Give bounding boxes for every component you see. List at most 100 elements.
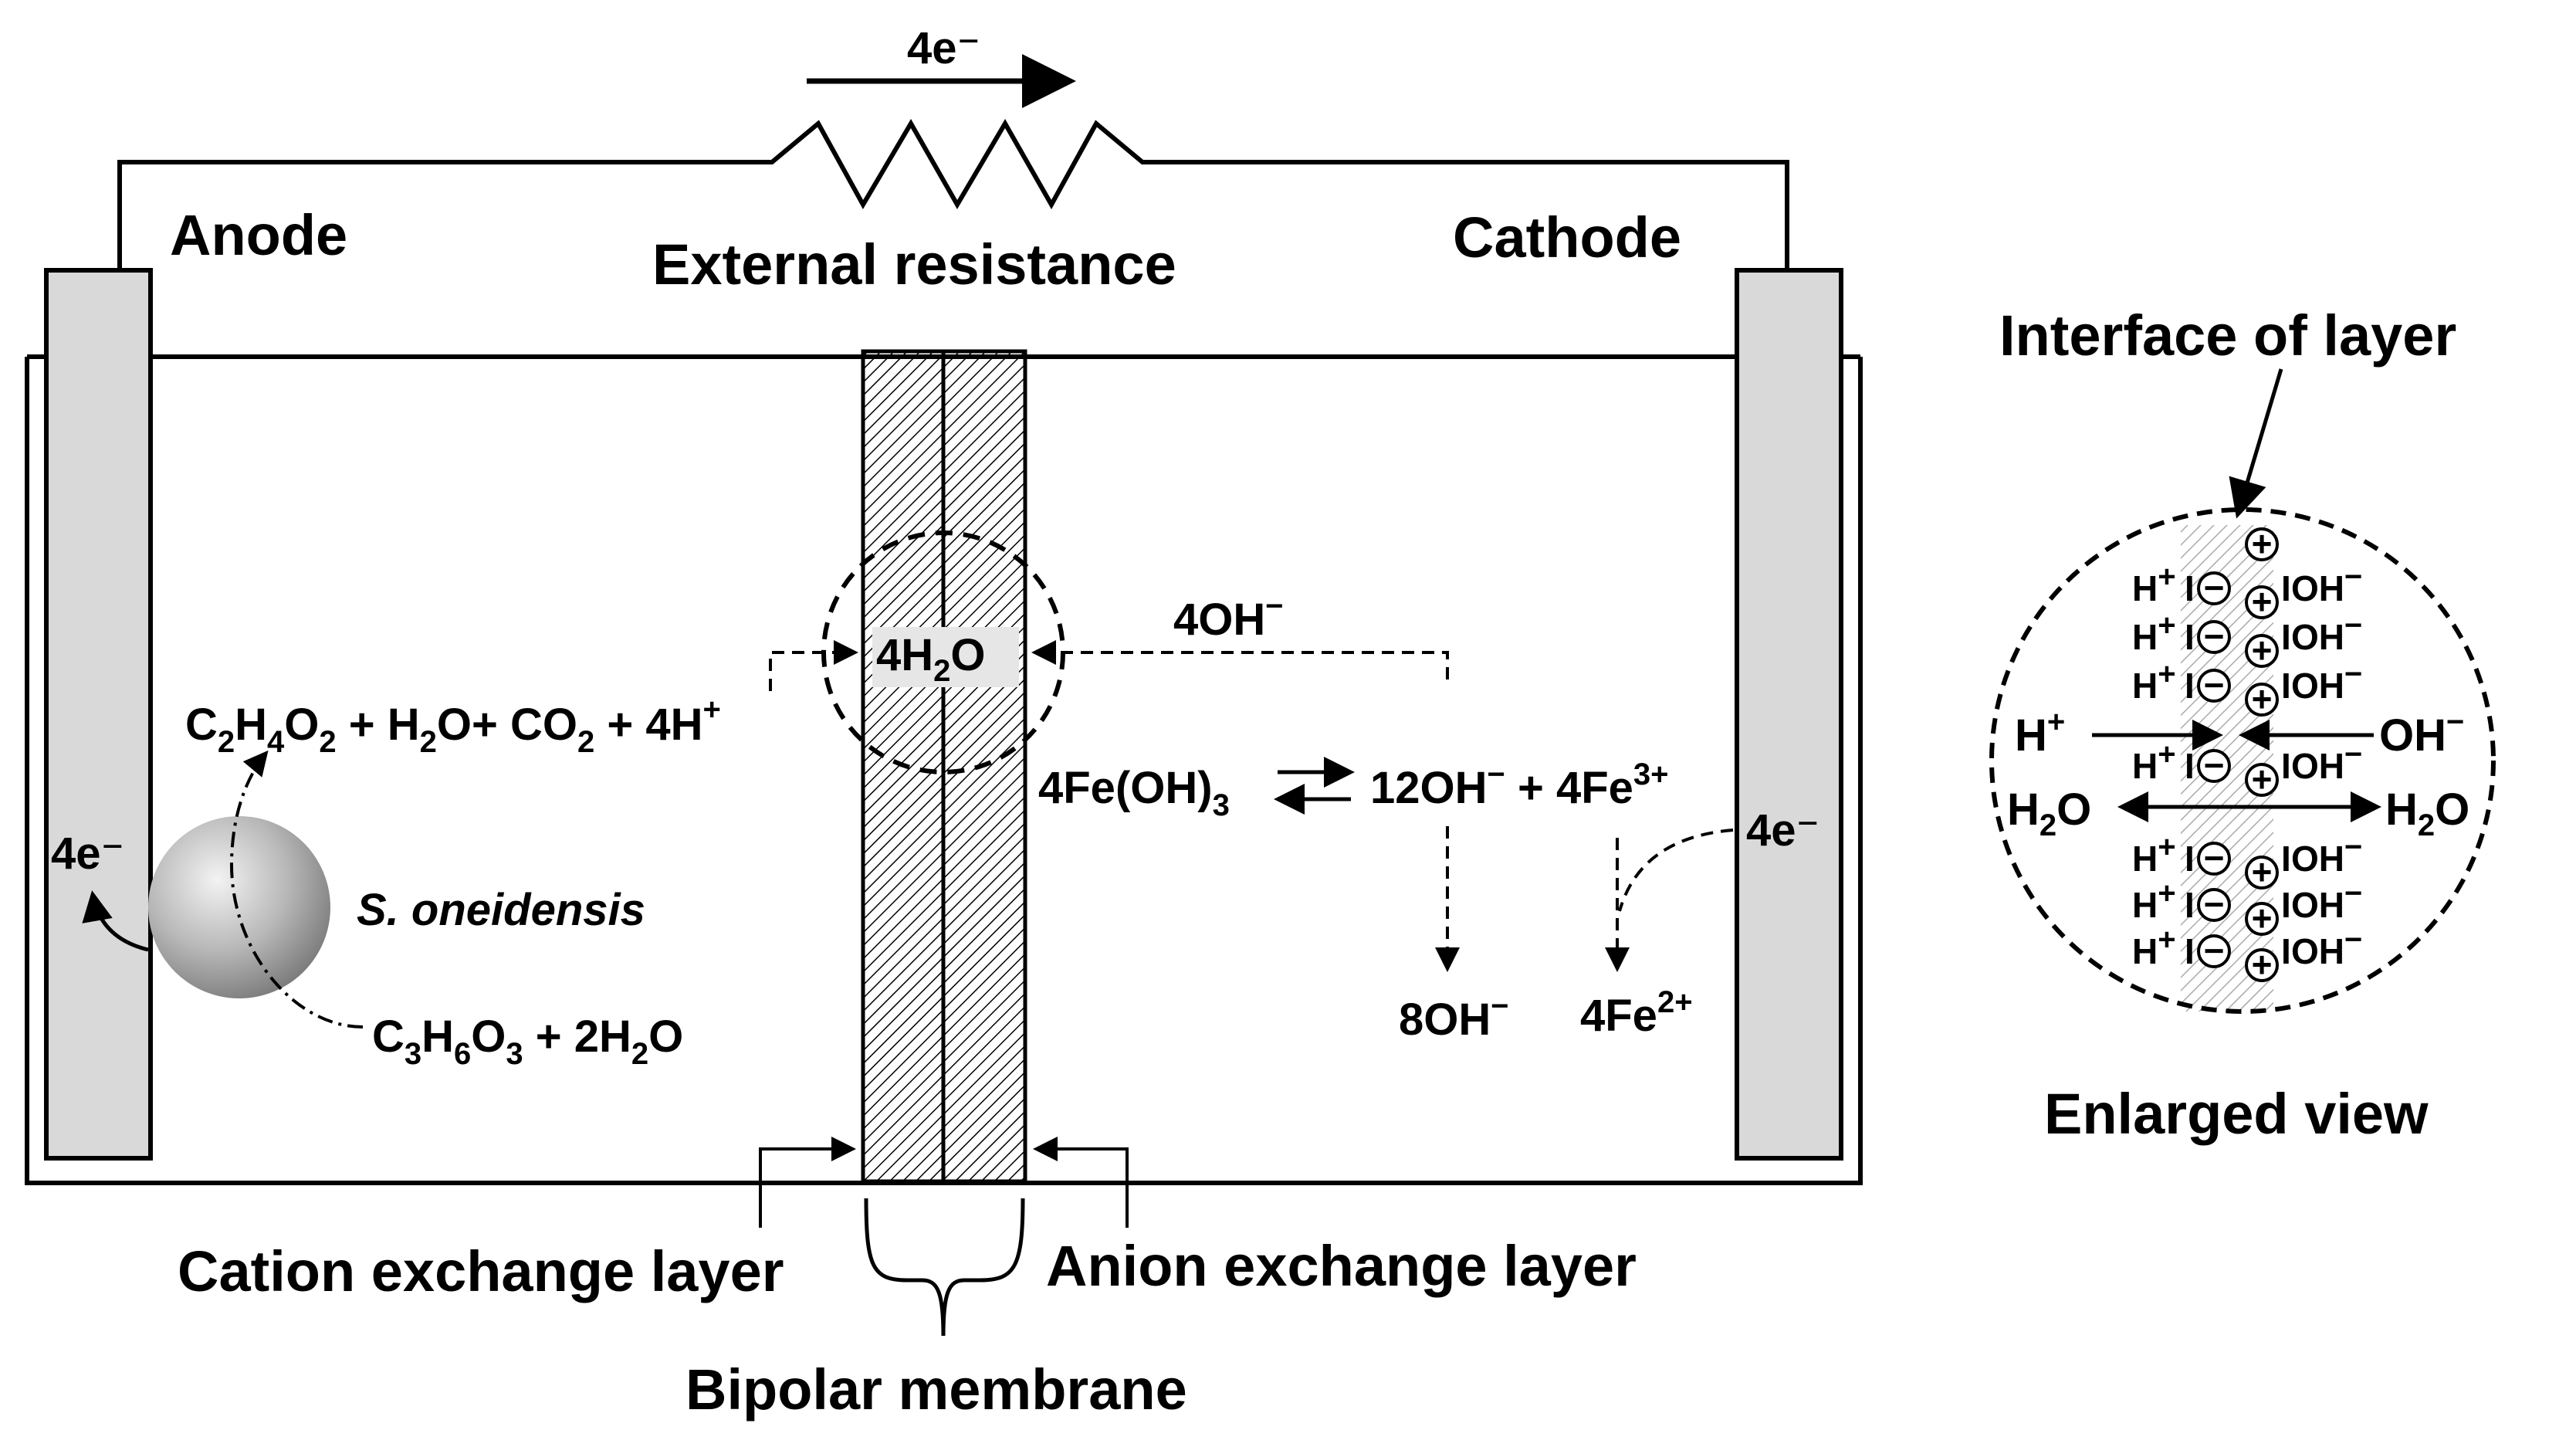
negative-charge-circle — [2197, 842, 2231, 876]
negative-charge-circle — [2197, 934, 2231, 968]
negative-charge-circle — [2197, 571, 2231, 605]
positive-charge-sign: + — [2252, 944, 2273, 984]
hydroxide-ion-label: OH− — [2291, 830, 2362, 879]
anode-electrode — [44, 268, 153, 1161]
hydroxide-ion-label: OH− — [2291, 737, 2362, 786]
hydroxide-flux-label: OH− — [2379, 705, 2464, 761]
cathode-electron-label-background — [1743, 797, 1836, 856]
positive-charge-circle — [2245, 527, 2279, 561]
positive-charge-circle — [2245, 634, 2279, 668]
anode-electron-label: 4e⁻ — [51, 829, 124, 879]
positive-charge-sign: + — [2252, 898, 2273, 938]
positive-charge-circle — [2245, 856, 2279, 890]
negative-charge-circle — [2197, 749, 2231, 783]
anode-electron-arrow — [82, 890, 149, 952]
positive-charge-circle — [2245, 902, 2279, 936]
hydroxide-return-label: 4OH− — [1173, 589, 1284, 645]
cathode-electron-label: 4e⁻ — [1746, 805, 1819, 856]
cation-layer-label: Cation exchange layer — [178, 1239, 784, 1303]
proton-ion-label: H+ — [2132, 560, 2176, 608]
interface-pointer-arrow — [2229, 368, 2283, 519]
hydroxide-ion-label: OH− — [2291, 560, 2362, 608]
bipolar-membrane-label: Bipolar membrane — [685, 1357, 1187, 1422]
fixed-charge-mark: I — [2281, 617, 2291, 657]
fixed-charge-mark: I — [2185, 839, 2195, 879]
fixed-charge-mark: I — [2185, 885, 2195, 925]
negative-charge-circle — [2197, 888, 2231, 922]
cation-layer-pointer — [759, 1137, 856, 1228]
negative-charge-sign: − — [2204, 568, 2225, 608]
fixed-charge-mark: I — [2185, 568, 2195, 608]
fixed-charge-mark: I — [2281, 568, 2291, 608]
fixed-charge-mark: I — [2185, 666, 2195, 706]
proton-to-water-arrow — [769, 640, 858, 691]
ferrous-label: 4Fe2+ — [1580, 985, 1693, 1041]
fixed-charge-mark: I — [2281, 931, 2291, 971]
positive-charge-circle — [2245, 585, 2279, 619]
metabolic-pathway-arrow — [229, 750, 364, 1028]
external-resistance-label: External resistance — [652, 232, 1176, 297]
negative-charge-sign: − — [2204, 838, 2225, 878]
anion-layer-pointer — [1033, 1137, 1129, 1228]
water-label: 4H2O — [876, 630, 986, 688]
hydroxide-ion-label: OH− — [2291, 876, 2362, 925]
iron-hydroxide-label: 4Fe(OH)3 — [1038, 763, 1230, 822]
cathode-electrode — [1735, 268, 1843, 1161]
water-label-background — [872, 627, 1019, 687]
enlarged-view-label: Enlarged view — [2044, 1082, 2429, 1146]
positive-charge-circle — [2245, 763, 2279, 797]
proton-ion-label: H+ — [2132, 923, 2176, 971]
proton-ion-label: H+ — [2132, 608, 2176, 657]
water-left-label: H2O — [2007, 784, 2091, 842]
negative-charge-sign: − — [2204, 745, 2225, 785]
electron-flow-label: 4e⁻ — [907, 23, 980, 73]
proton-ion-label: H+ — [2132, 737, 2176, 786]
anion-layer-label: Anion exchange layer — [1046, 1234, 1637, 1298]
positive-charge-sign: + — [2252, 630, 2273, 670]
anode-products-reaction: C2H4O2 + H2O+ CO2 + 4H+ — [185, 693, 721, 759]
fixed-charge-mark: I — [2281, 885, 2291, 925]
proton-flux-label: H+ — [2015, 705, 2065, 761]
positive-charge-circle — [2245, 948, 2279, 982]
anode-electron-label-background — [51, 820, 144, 879]
negative-charge-circle — [2197, 620, 2231, 654]
dissociation-products-label: 12OH− + 4Fe3+ — [1370, 757, 1669, 813]
negative-charge-sign: − — [2204, 930, 2225, 971]
fixed-charge-mark: I — [2281, 839, 2291, 879]
hydroxide-product-label: 8OH− — [1399, 989, 1509, 1045]
equilibrium-arrows — [1274, 757, 1355, 815]
interface-label: Interface of layer — [1999, 303, 2456, 368]
proton-ion-label: H+ — [2132, 876, 2176, 925]
negative-charge-sign: − — [2204, 616, 2225, 656]
negative-charge-circle — [2197, 669, 2231, 703]
hydroxide-ion-label: OH− — [2291, 923, 2362, 971]
water-right-label: H2O — [2385, 784, 2469, 842]
bipolar-membrane — [861, 349, 1027, 1184]
external-circuit-wire — [117, 119, 1789, 270]
cathode-label: Cathode — [1453, 205, 1681, 269]
membrane-brace — [864, 1198, 1025, 1337]
fixed-charge-mark: I — [2281, 746, 2291, 786]
negative-charge-sign: − — [2204, 884, 2225, 924]
hydroxide-ion-label: OH− — [2291, 657, 2362, 706]
negative-charge-sign: − — [2204, 665, 2225, 705]
positive-charge-sign: + — [2252, 852, 2273, 892]
positive-charge-circle — [2245, 683, 2279, 717]
substrate-reaction: C3H6O3 + 2H2O — [372, 1012, 683, 1071]
proton-ion-label: H+ — [2132, 830, 2176, 879]
positive-charge-sign: + — [2252, 679, 2273, 719]
fixed-charge-mark: I — [2185, 746, 2195, 786]
hydroxide-return-arrow — [1031, 640, 1449, 679]
positive-charge-sign: + — [2252, 524, 2273, 564]
positive-charge-sign: + — [2252, 581, 2273, 622]
bacterium-label: S. oneidensis — [357, 885, 645, 935]
anode-label: Anode — [170, 203, 347, 267]
